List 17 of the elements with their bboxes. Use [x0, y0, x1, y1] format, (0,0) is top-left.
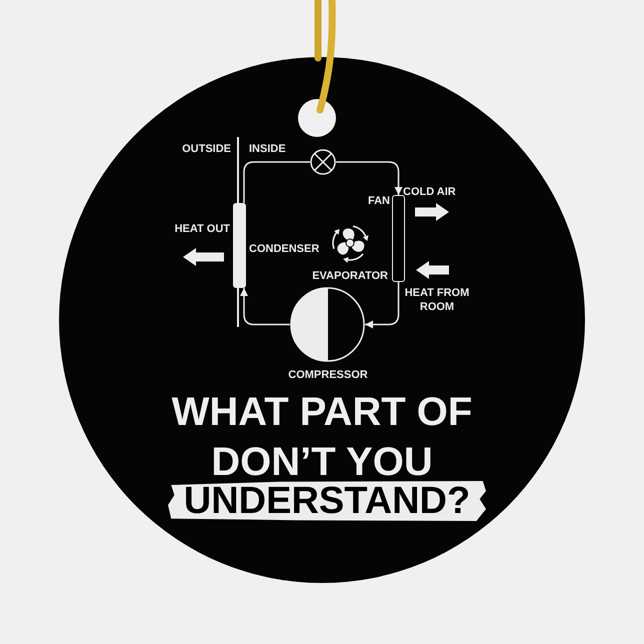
part-label: EVAPORATOR — [312, 269, 388, 283]
airflow-label: HEAT OUT — [174, 222, 230, 236]
flow-arrow — [240, 288, 290, 326]
flow-arrow — [365, 282, 400, 328]
compressor-symbol — [290, 287, 365, 362]
region-label: INSIDE — [249, 142, 286, 156]
part-label: COMPRESSOR — [288, 368, 368, 382]
flow-arrow — [336, 161, 402, 195]
part-label: CONDENSER — [249, 242, 320, 256]
condenser-bar — [233, 203, 246, 288]
part-label: FAN — [368, 194, 390, 208]
evaporator-bar — [392, 195, 405, 282]
airflow-label: HEAT FROM ROOM — [404, 286, 470, 314]
airflow-label: COLD AIR — [403, 185, 456, 199]
pipe-line — [243, 161, 310, 203]
valve-symbol — [310, 149, 336, 175]
region-label: OUTSIDE — [182, 142, 231, 156]
